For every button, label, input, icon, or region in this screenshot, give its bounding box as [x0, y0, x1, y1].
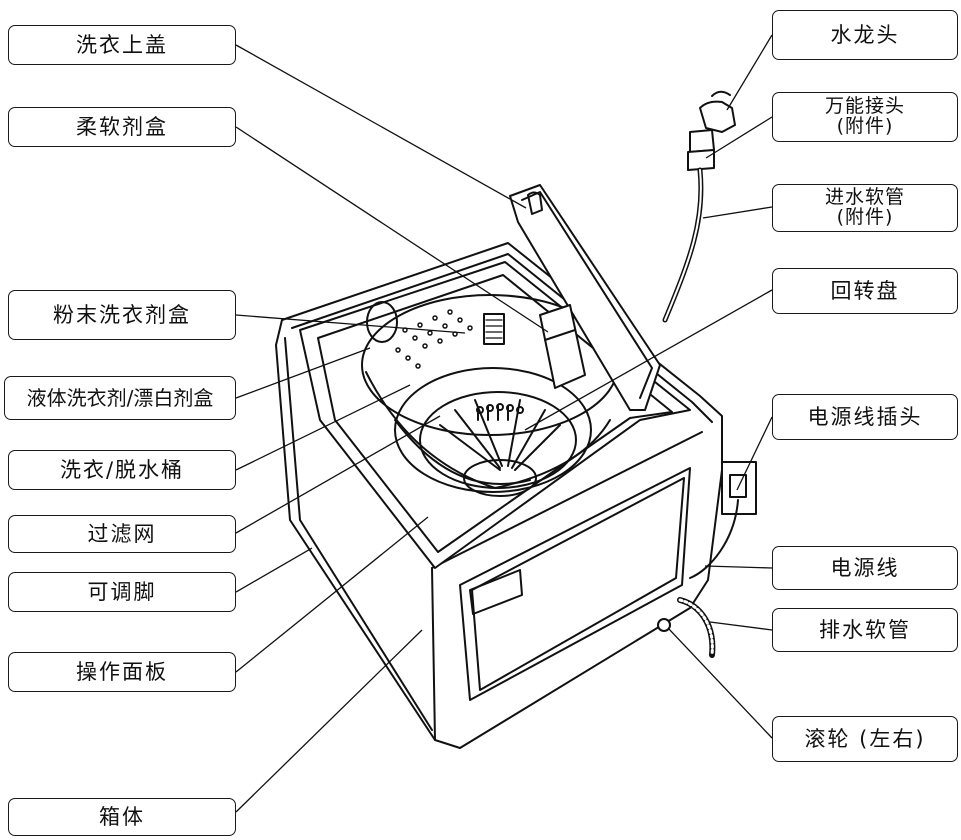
label-drain-hose: 排水软管 [772, 608, 958, 652]
label-faucet: 水龙头 [772, 10, 958, 60]
label-power-plug: 电源线插头 [772, 394, 958, 440]
leader-lines [235, 34, 773, 813]
label-casters: 滚轮 (左右) [772, 716, 958, 762]
power-socket [721, 461, 757, 515]
label-filter: 过滤网 [8, 515, 236, 553]
label-softener-box: 柔软剂盒 [8, 107, 236, 147]
label-universal-joint: 万能接头 (附件) [772, 92, 958, 142]
label-powder-detergent-box: 粉末洗衣剂盒 [8, 290, 236, 340]
label-pulsator: 回转盘 [772, 268, 958, 314]
label-adjustable-foot: 可调脚 [8, 572, 236, 612]
label-liquid-bleach-box: 液体洗衣剂/漂白剂盒 [4, 376, 236, 420]
label-control-panel: 操作面板 [8, 652, 236, 692]
faucet [687, 90, 736, 171]
label-cabinet: 箱体 [8, 798, 236, 836]
label-power-cord: 电源线 [772, 546, 958, 590]
power-cord-line [689, 499, 739, 579]
label-lid: 洗衣上盖 [8, 25, 236, 65]
lid [509, 184, 661, 411]
label-inlet-hose: 进水软管 (附件) [772, 184, 958, 232]
label-wash-spin-tub: 洗衣/脱水桶 [8, 450, 236, 490]
